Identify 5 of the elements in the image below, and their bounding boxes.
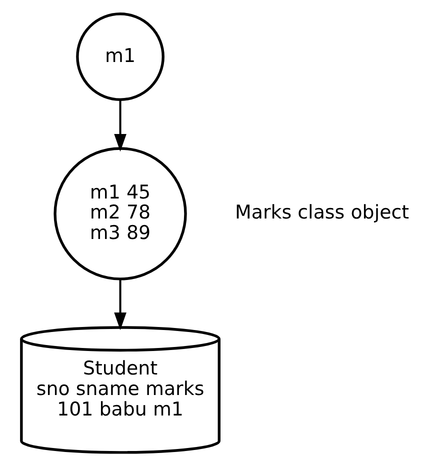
arrow <box>114 279 126 330</box>
node-label: Marks class object <box>235 202 410 224</box>
arrow <box>114 100 126 152</box>
node-circle: m1 <box>76 12 164 101</box>
node-circle: m1 45 m2 78 m3 89 <box>54 147 187 280</box>
